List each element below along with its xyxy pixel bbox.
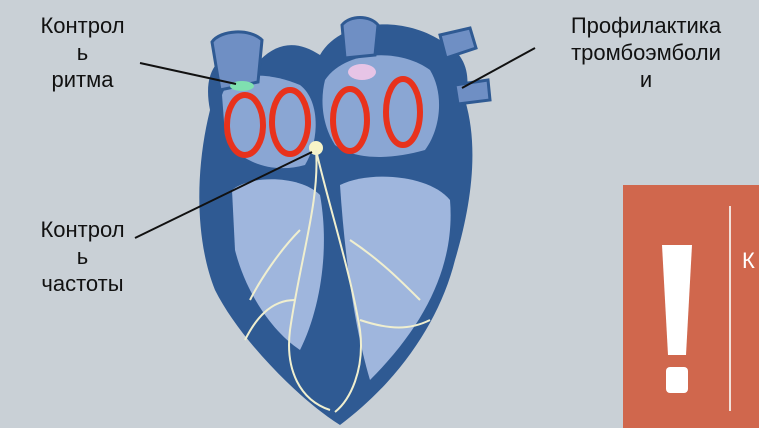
thromboembolism-prophylaxis-label: Профилактика тромбоэмболи и (528, 12, 759, 93)
aorta (342, 18, 378, 59)
callout-text: К (742, 248, 755, 274)
pulmonary-vein (440, 28, 476, 58)
atrial-pink-left (348, 64, 376, 80)
pulmonary-vein-lower (455, 80, 490, 104)
callout-divider (729, 206, 731, 411)
rhythm-control-label: Контрол ь ритма (0, 12, 165, 93)
exclamation-icon (660, 245, 694, 395)
frequency-control-label: Контрол ь частоты (0, 216, 165, 297)
leader-prophylaxis (462, 48, 535, 88)
